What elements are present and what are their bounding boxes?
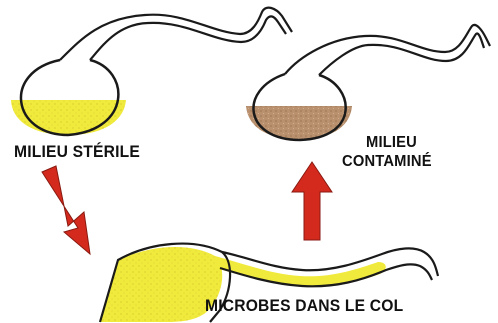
arrow-up-icon [292, 162, 332, 240]
contaminated-medium [246, 106, 352, 139]
tilted-flask-medium [100, 247, 222, 322]
contaminated-flask-neck [285, 25, 490, 75]
contaminated-medium-label-line2: CONTAMINÉ [342, 153, 432, 171]
contaminated-flask [246, 25, 490, 140]
sterile-medium-label: MILIEU STÉRILE [14, 142, 140, 162]
contaminated-medium-label-line1: MILIEU [366, 134, 417, 152]
sterile-flask-neck [60, 8, 292, 60]
arrow-down-icon [42, 166, 90, 254]
microbes-in-neck-label: MICROBES DANS LE COL [205, 296, 403, 316]
